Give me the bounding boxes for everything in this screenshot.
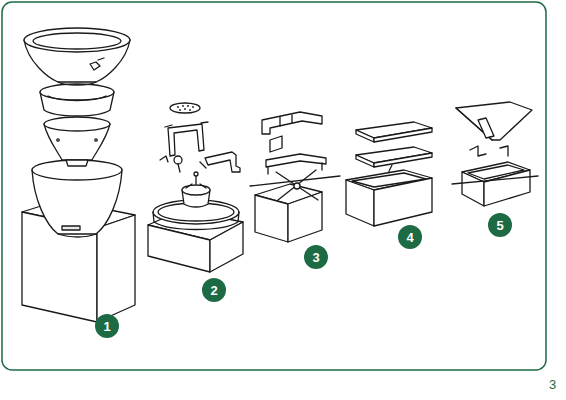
callout-circle: 2 [202,278,226,302]
callout-number: 1 [103,320,110,333]
callout-circle: 3 [304,245,328,269]
callout-number: 4 [406,231,413,244]
callout-circle: 4 [398,225,422,249]
callout-circle: 1 [95,314,119,338]
callout-number: 2 [210,284,217,297]
callout-number: 3 [312,251,319,264]
page-number: 3 [549,378,556,391]
callout-number: 5 [496,219,503,232]
callout-circle: 5 [488,213,512,237]
